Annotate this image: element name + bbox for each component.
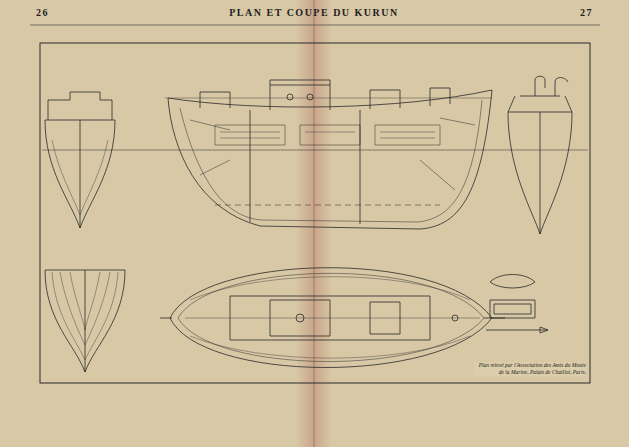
caption: Plan relevé par l'Association des Amis d…: [474, 362, 586, 376]
page-number: 26: [36, 7, 49, 18]
page-number: 27: [580, 7, 593, 18]
page-title: PLAN ET COUPE DU KURUN: [229, 7, 399, 18]
